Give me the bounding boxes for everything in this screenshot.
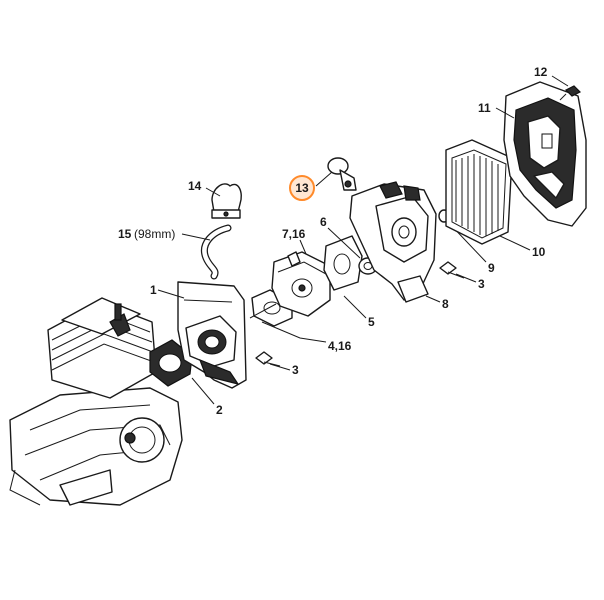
- callout-10: 10: [532, 245, 546, 259]
- part-14-primer-bulb: [211, 183, 242, 219]
- callout-5: 5: [368, 315, 375, 329]
- screw-3-upper: [439, 261, 465, 279]
- leader-8: [425, 295, 441, 303]
- callout-6: 6: [320, 215, 327, 229]
- part-15-fuel-hose: [201, 224, 232, 280]
- callout-14: 14: [188, 179, 202, 193]
- leader-14: [205, 187, 221, 197]
- callout-8: 8: [442, 297, 449, 311]
- callout-1: 1: [150, 283, 157, 297]
- screw-3-lower: [255, 351, 281, 367]
- part-13-choke-knob: [327, 157, 357, 191]
- callout-9: 9: [488, 261, 495, 275]
- part-8-filter-base: [349, 181, 437, 303]
- part-1-carburetor-housing: [177, 281, 247, 389]
- cylinder: [47, 297, 157, 399]
- callout-11: 11: [478, 101, 491, 115]
- part-10-air-filter: [445, 139, 513, 245]
- leader-7-16: [299, 239, 307, 255]
- engine-block: [9, 387, 183, 506]
- leader-12: [551, 75, 569, 87]
- leader-1: [157, 289, 185, 299]
- callout-4-16: 4,16: [328, 339, 352, 353]
- callout-15: 15: [118, 227, 132, 241]
- leader-5: [343, 295, 367, 319]
- callout-2: 2: [216, 403, 223, 417]
- leader-13: [315, 171, 333, 187]
- leader-2: [191, 377, 215, 405]
- part-7-carburetor: [249, 251, 331, 319]
- callout-13-highlight: [289, 175, 315, 201]
- leader-15: [181, 233, 211, 241]
- leader-10: [499, 235, 531, 251]
- callout-12: 12: [534, 65, 548, 79]
- leader-11: [495, 107, 515, 119]
- callout-13: 13: [295, 181, 309, 195]
- leader-6: [327, 227, 361, 259]
- leader-3-lower: [269, 363, 291, 371]
- leader-3-upper: [455, 273, 477, 283]
- callout-15-note: (98mm): [134, 227, 175, 241]
- part-5-gasket: [323, 235, 363, 291]
- part-11-filter-cover: [503, 81, 587, 227]
- callout-3-lower: 3: [292, 363, 299, 377]
- callout-7-16: 7,16: [282, 227, 306, 241]
- part-2-intake-flange: [149, 339, 193, 387]
- callout-3-upper: 3: [478, 277, 485, 291]
- part-12-cover-screw: [559, 85, 582, 101]
- leader-4-16: [261, 321, 327, 343]
